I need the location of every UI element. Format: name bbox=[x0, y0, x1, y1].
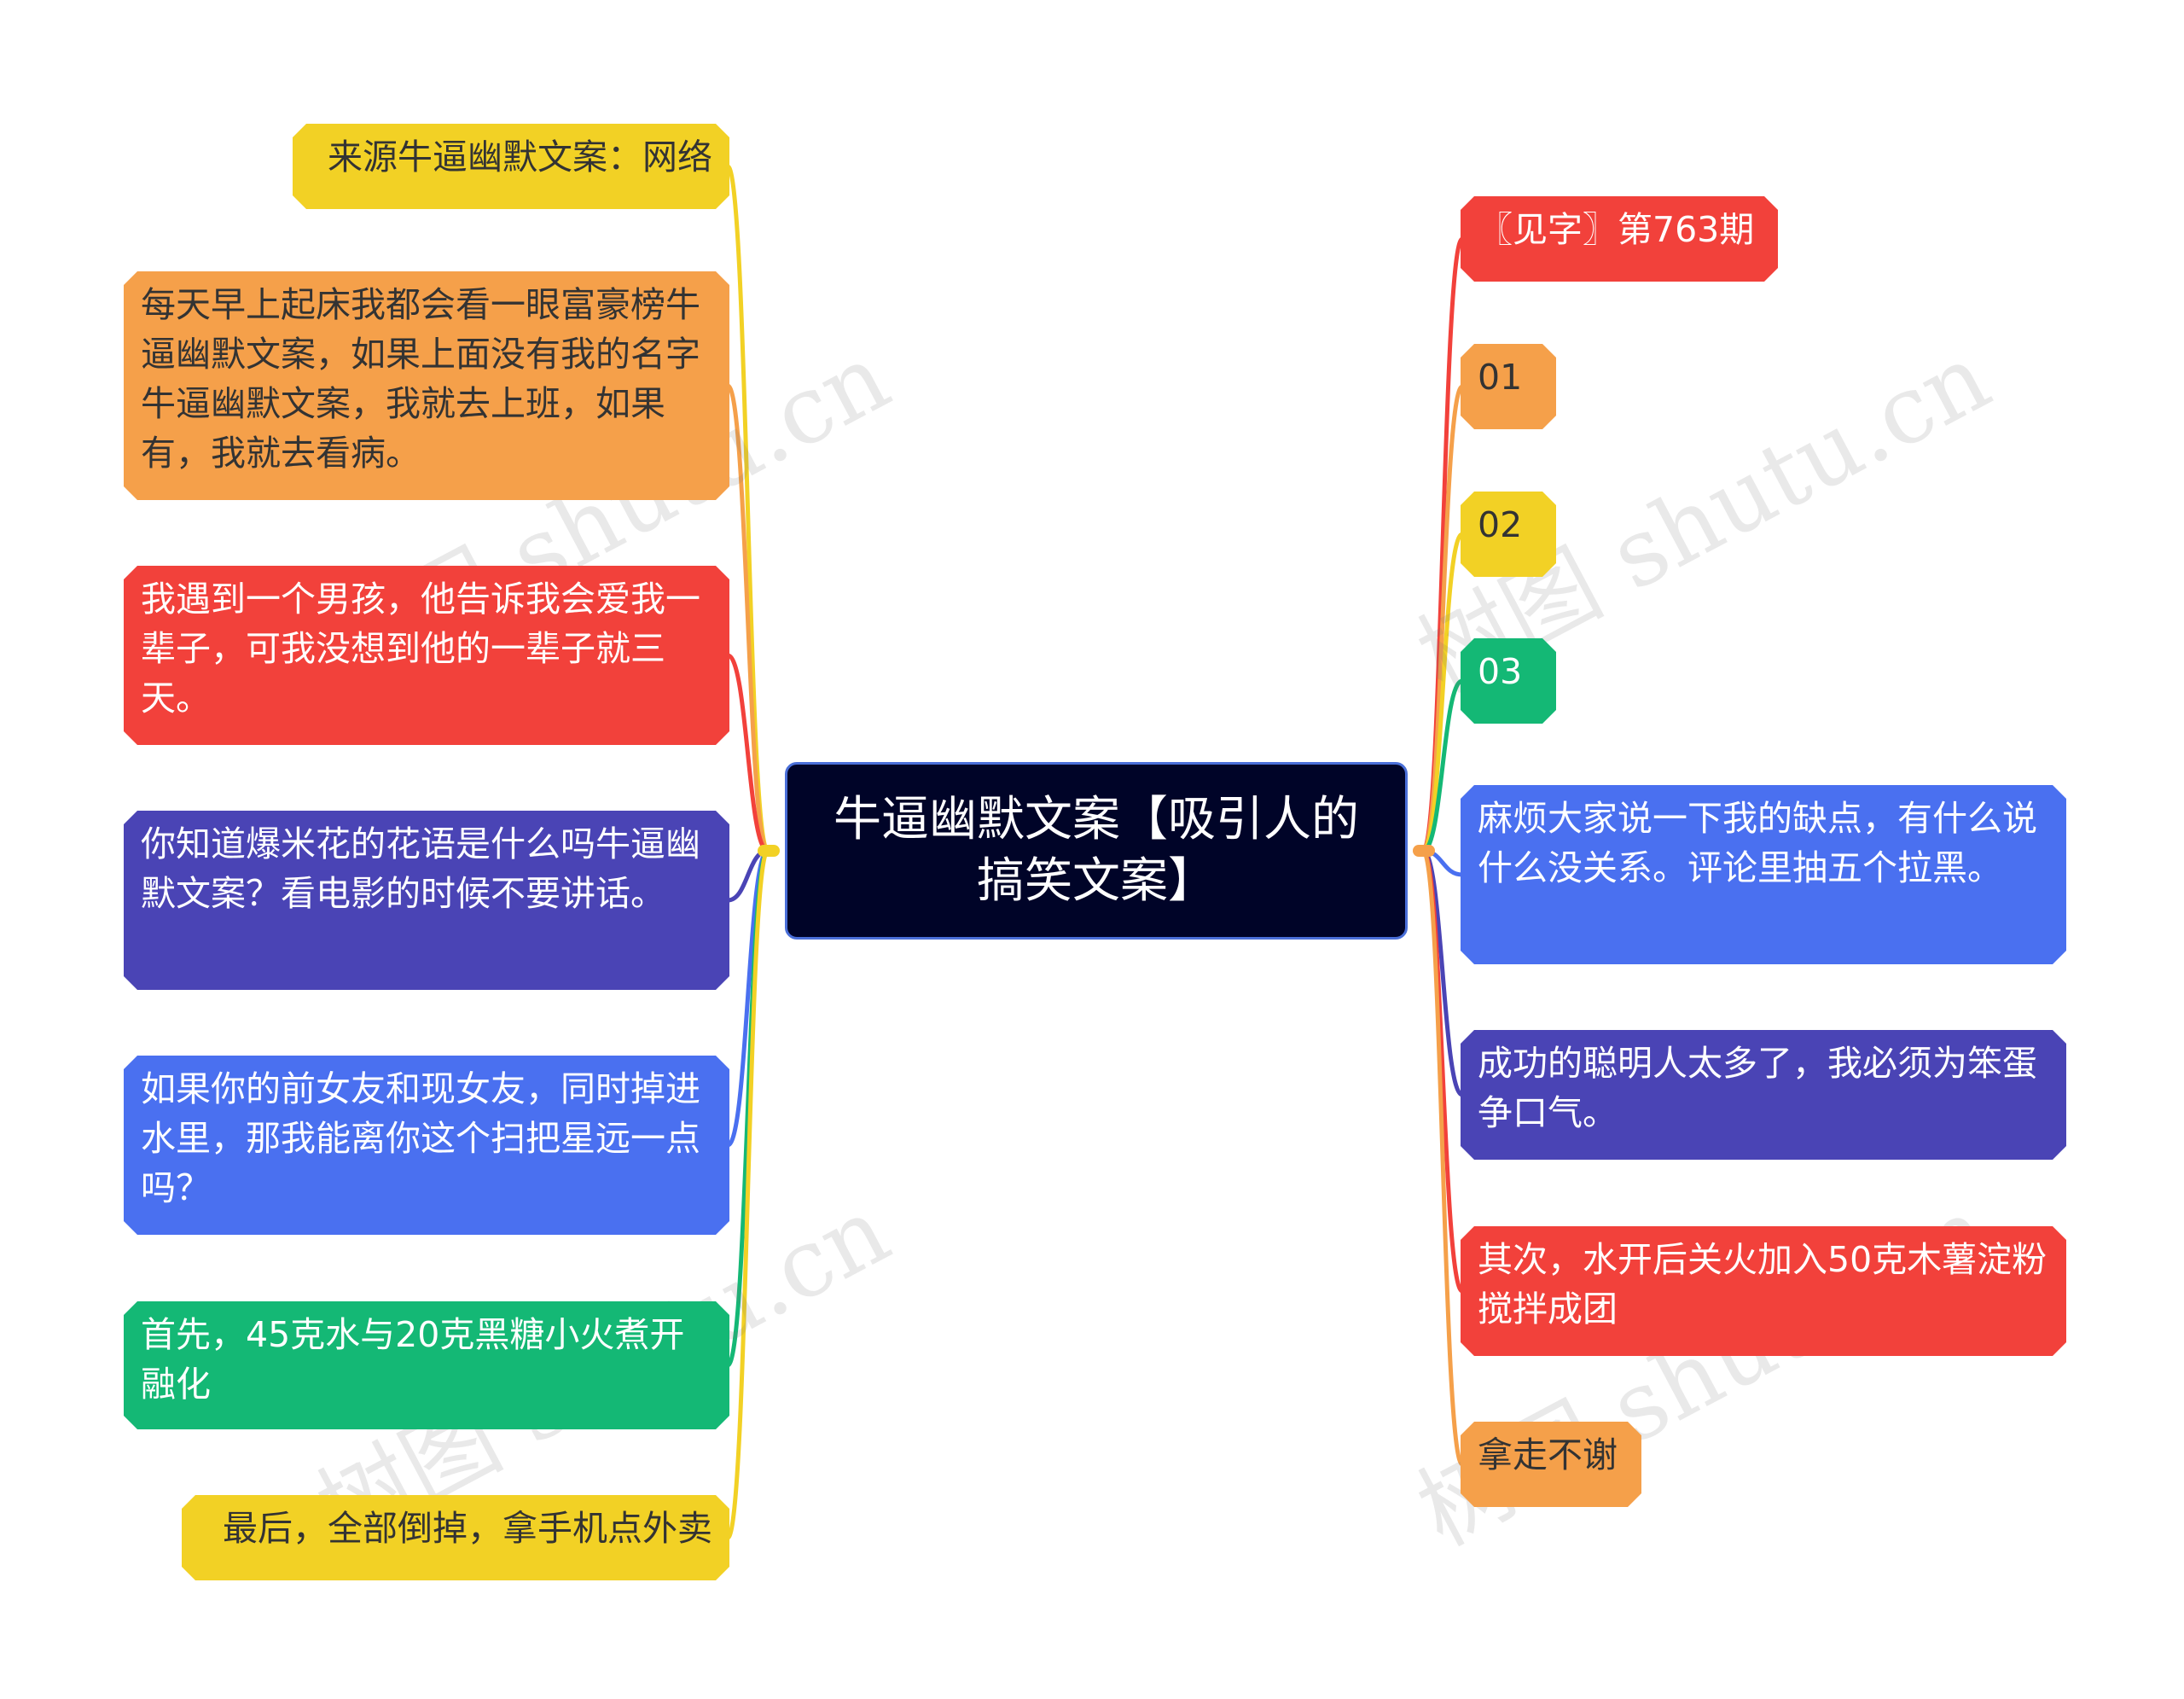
right-node[interactable]: 拿走不谢 bbox=[1461, 1422, 1641, 1507]
right-node[interactable]: 03 bbox=[1461, 638, 1556, 724]
right-node[interactable]: 成功的聪明人太多了，我必须为笨蛋争口气。 bbox=[1461, 1030, 2066, 1160]
left-node[interactable]: 来源牛逼幽默文案：网络 bbox=[293, 124, 729, 209]
left-connector bbox=[725, 848, 770, 1368]
right-connector bbox=[1420, 532, 1465, 853]
right-node[interactable]: 其次，水开后关火加入50克木薯淀粉搅拌成团 bbox=[1461, 1226, 2066, 1356]
left-node[interactable]: 最后，全部倒掉，拿手机点外卖 bbox=[182, 1495, 729, 1580]
central-topic[interactable]: 牛逼幽默文案【吸引人的搞笑文案】 bbox=[785, 762, 1408, 940]
right-connector-hub bbox=[1413, 845, 1435, 857]
right-connector bbox=[1420, 848, 1465, 1467]
left-connector bbox=[725, 848, 770, 1540]
left-node[interactable]: 每天早上起床我都会看一眼富豪榜牛逼幽默文案，如果上面没有我的名字牛逼幽默文案，我… bbox=[124, 271, 729, 500]
right-node[interactable]: 01 bbox=[1461, 344, 1556, 429]
left-node[interactable]: 如果你的前女友和现女友，同时掉进水里，那我能离你这个扫把星远一点吗？ bbox=[124, 1056, 729, 1235]
right-node[interactable]: 02 bbox=[1461, 492, 1556, 577]
left-connector bbox=[725, 383, 770, 853]
right-node[interactable]: 麻烦大家说一下我的缺点，有什么说什么没关系。评论里抽五个拉黑。 bbox=[1461, 785, 2066, 964]
left-connector-hub bbox=[758, 845, 780, 857]
left-node[interactable]: 首先，45克水与20克黑糖小火煮开融化 bbox=[124, 1301, 729, 1429]
right-connector bbox=[1420, 848, 1465, 1294]
left-node[interactable]: 我遇到一个男孩，他告诉我会爱我一辈子，可我没想到他的一辈子就三天。 bbox=[124, 566, 729, 745]
left-connector bbox=[725, 653, 770, 853]
right-connector bbox=[1420, 678, 1465, 853]
left-node[interactable]: 你知道爆米花的花语是什么吗牛逼幽默文案？看电影的时候不要讲话。 bbox=[124, 811, 729, 990]
right-node[interactable]: 〖见字〗第763期 bbox=[1461, 196, 1778, 282]
